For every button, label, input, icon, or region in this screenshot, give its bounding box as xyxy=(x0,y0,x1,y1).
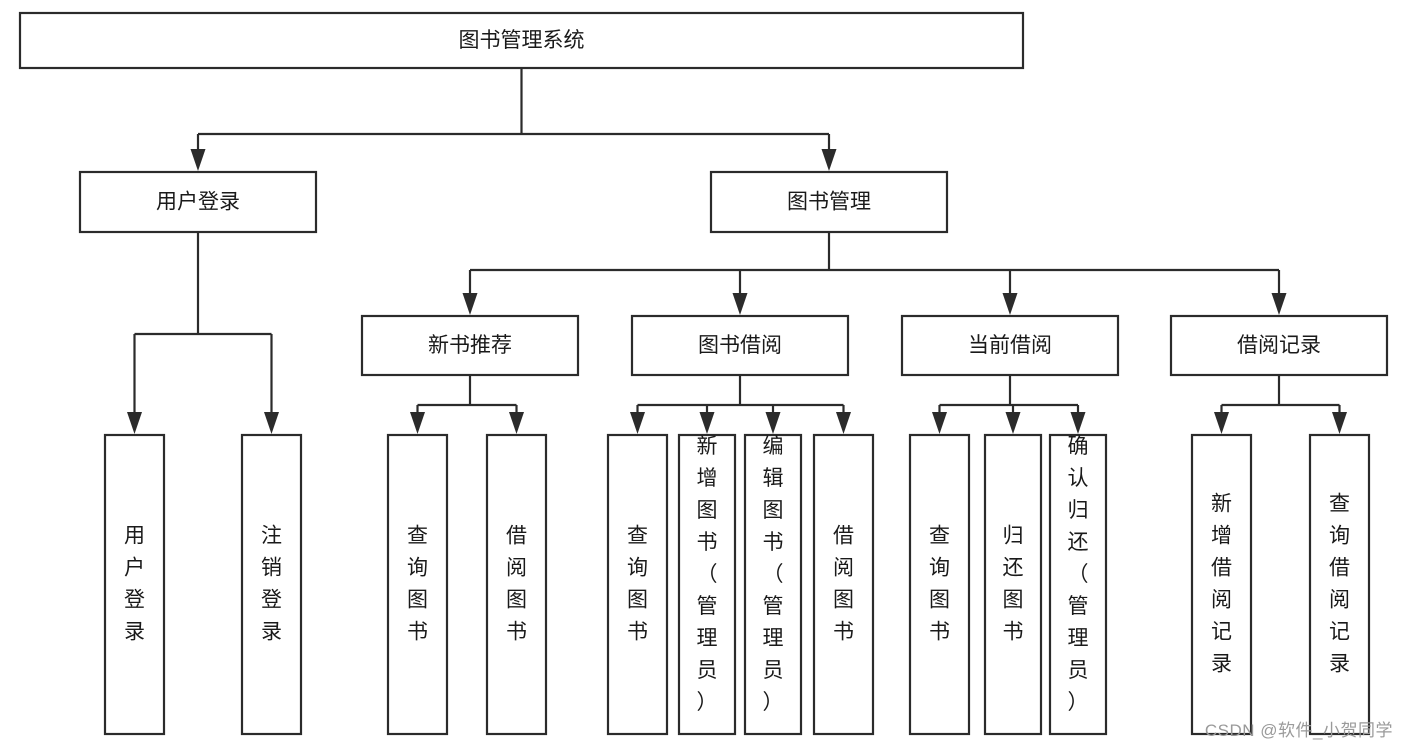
node-leaf-borrow-book-1[interactable]: 借阅图书 xyxy=(485,433,548,736)
node-root[interactable]: 图书管理系统 xyxy=(18,11,1025,70)
edge-group-root-children xyxy=(190,68,837,171)
node-label-leaf-borrow-book-1: 借阅图书 xyxy=(506,525,527,644)
node-layer: 图书管理系统用户登录图书管理新书推荐图书借阅当前借阅借阅记录用户登录注销登录查询… xyxy=(18,11,1389,736)
arrow-head-leaf-user-login xyxy=(127,412,142,434)
node-label-leaf-user-login: 用户登录 xyxy=(124,525,145,644)
node-box-book-manage[interactable] xyxy=(709,170,949,234)
arrow-head-leaf-query-book-2 xyxy=(630,412,645,434)
node-box-leaf-query-book-1[interactable] xyxy=(386,433,449,736)
arrow-head-current-borrow xyxy=(1002,293,1018,315)
node-box-leaf-query-record[interactable] xyxy=(1308,433,1371,736)
node-leaf-borrow-book-2[interactable]: 借阅图书 xyxy=(812,433,875,736)
edge-group-book-manage-children xyxy=(462,232,1287,315)
node-box-leaf-logout[interactable] xyxy=(240,433,303,736)
edge-group-book-borrow-children xyxy=(630,375,851,434)
node-box-leaf-return-book[interactable] xyxy=(983,433,1043,736)
node-box-leaf-user-login[interactable] xyxy=(103,433,166,736)
arrow-head-leaf-logout xyxy=(264,412,279,434)
arrow-head-leaf-confirm-return xyxy=(1070,412,1086,434)
arrow-head-book-manage xyxy=(821,149,837,171)
node-label-leaf-borrow-book-2: 借阅图书 xyxy=(833,525,854,644)
node-box-book-borrow[interactable] xyxy=(630,314,850,377)
node-box-leaf-query-book-3[interactable] xyxy=(908,433,971,736)
node-label-leaf-return-book: 归还图书 xyxy=(1003,525,1024,644)
node-label-book-borrow: 图书借阅 xyxy=(698,334,782,357)
node-box-leaf-borrow-book-1[interactable] xyxy=(485,433,548,736)
node-leaf-edit-book[interactable]: 编辑图书（管理员） xyxy=(743,433,803,736)
arrow-head-leaf-edit-book xyxy=(765,412,781,434)
node-box-user-login[interactable] xyxy=(78,170,318,234)
node-borrow-record[interactable]: 借阅记录 xyxy=(1169,314,1389,377)
node-box-leaf-borrow-book-2[interactable] xyxy=(812,433,875,736)
node-label-new-book-recommend: 新书推荐 xyxy=(428,334,512,357)
node-new-book-recommend[interactable]: 新书推荐 xyxy=(360,314,580,377)
node-user-login[interactable]: 用户登录 xyxy=(78,170,318,234)
node-book-manage[interactable]: 图书管理 xyxy=(709,170,949,234)
connector-layer xyxy=(127,68,1347,434)
arrow-head-new-book-recommend xyxy=(462,293,478,315)
arrow-head-leaf-borrow-book-1 xyxy=(509,412,524,434)
node-box-current-borrow[interactable] xyxy=(900,314,1120,377)
arrow-head-borrow-record xyxy=(1271,293,1287,315)
arrow-head-leaf-query-book-3 xyxy=(932,412,947,434)
node-leaf-add-record[interactable]: 新增借阅记录 xyxy=(1190,433,1253,736)
arrow-head-leaf-query-book-1 xyxy=(410,412,425,434)
node-box-new-book-recommend[interactable] xyxy=(360,314,580,377)
arrow-head-leaf-query-record xyxy=(1332,412,1347,434)
edge-group-new-book-recommend-children xyxy=(410,375,524,434)
node-label-leaf-add-record: 新增借阅记录 xyxy=(1211,493,1232,676)
node-book-borrow[interactable]: 图书借阅 xyxy=(630,314,850,377)
node-label-borrow-record: 借阅记录 xyxy=(1237,334,1321,357)
arrow-head-leaf-borrow-book-2 xyxy=(836,412,851,434)
edge-group-current-borrow-children xyxy=(932,375,1086,434)
node-label-book-manage: 图书管理 xyxy=(787,191,871,214)
node-leaf-logout[interactable]: 注销登录 xyxy=(240,433,303,736)
edge-group-borrow-record-children xyxy=(1214,375,1347,434)
node-box-leaf-edit-book[interactable] xyxy=(743,433,803,736)
node-leaf-query-book-3[interactable]: 查询图书 xyxy=(908,433,971,736)
node-box-leaf-add-record[interactable] xyxy=(1190,433,1253,736)
arrow-head-leaf-return-book xyxy=(1005,412,1021,434)
node-leaf-add-book[interactable]: 新增图书（管理员） xyxy=(677,433,737,736)
node-box-leaf-confirm-return[interactable] xyxy=(1048,433,1108,736)
node-label-leaf-edit-book: 编辑图书（管理员） xyxy=(763,435,784,714)
node-label-leaf-query-book-1: 查询图书 xyxy=(407,525,428,644)
node-label-leaf-confirm-return: 确认归还（管理员） xyxy=(1068,435,1089,714)
arrow-head-book-borrow xyxy=(732,293,748,315)
node-leaf-query-book-2[interactable]: 查询图书 xyxy=(606,433,669,736)
node-leaf-query-book-1[interactable]: 查询图书 xyxy=(386,433,449,736)
node-box-root[interactable] xyxy=(18,11,1025,70)
node-label-leaf-query-record: 查询借阅记录 xyxy=(1329,493,1350,676)
node-leaf-confirm-return[interactable]: 确认归还（管理员） xyxy=(1048,433,1108,736)
node-leaf-return-book[interactable]: 归还图书 xyxy=(983,433,1043,736)
node-box-borrow-record[interactable] xyxy=(1169,314,1389,377)
node-label-leaf-logout: 注销登录 xyxy=(261,525,282,644)
node-label-leaf-query-book-3: 查询图书 xyxy=(929,525,950,644)
edge-group-user-login-children xyxy=(127,232,279,434)
node-label-root: 图书管理系统 xyxy=(459,29,585,52)
node-label-current-borrow: 当前借阅 xyxy=(968,334,1052,357)
node-leaf-user-login[interactable]: 用户登录 xyxy=(103,433,166,736)
node-label-leaf-query-book-2: 查询图书 xyxy=(627,525,648,644)
arrow-head-leaf-add-book xyxy=(699,412,715,434)
node-box-leaf-add-book[interactable] xyxy=(677,433,737,736)
node-label-user-login: 用户登录 xyxy=(156,191,240,214)
node-leaf-query-record[interactable]: 查询借阅记录 xyxy=(1308,433,1371,736)
node-box-leaf-query-book-2[interactable] xyxy=(606,433,669,736)
arrow-head-user-login xyxy=(190,149,206,171)
arrow-head-leaf-add-record xyxy=(1214,412,1229,434)
node-current-borrow[interactable]: 当前借阅 xyxy=(900,314,1120,377)
node-label-leaf-add-book: 新增图书（管理员） xyxy=(697,435,718,714)
